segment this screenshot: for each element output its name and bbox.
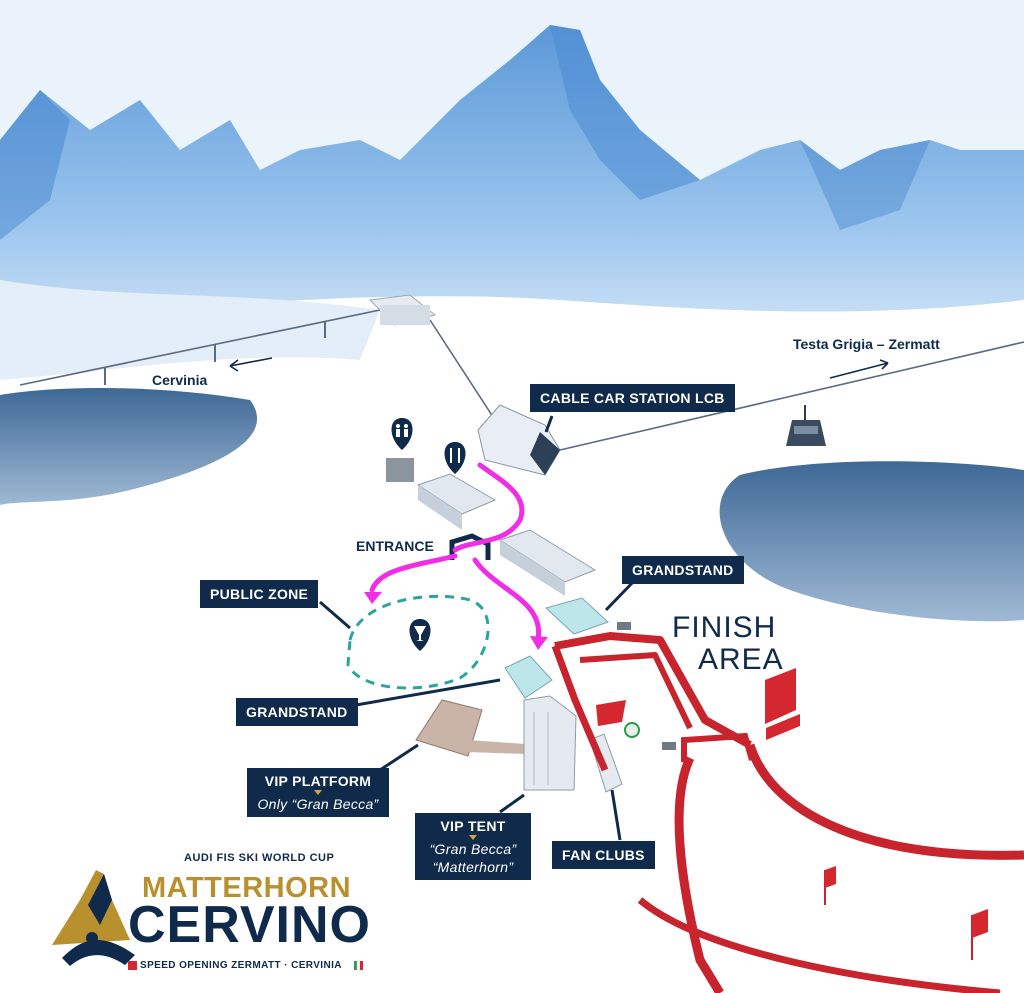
finish-banner-base [766, 714, 800, 740]
vip-platform [415, 699, 483, 757]
italy-flag-white [356, 960, 361, 971]
restroom-building [386, 458, 414, 482]
cable-line-zermatt [559, 341, 1024, 451]
grandstand-left [504, 655, 553, 699]
leader-lines [319, 415, 637, 841]
entrance-gate [449, 533, 491, 560]
label-text: VIP TENT [440, 818, 506, 834]
grandstand-right-label: GRANDSTAND [622, 556, 744, 584]
gondola-icon [786, 405, 826, 446]
mountain-facet [0, 90, 70, 240]
finish-area-line1: FINISH [672, 611, 777, 644]
label-text: GRANDSTAND [632, 562, 734, 578]
lake-right [719, 461, 1024, 622]
italy-flag-green [354, 961, 357, 970]
mountain-range [0, 25, 1024, 360]
swiss-flag [128, 961, 137, 970]
drinks-icon [409, 619, 431, 651]
label-text: FAN CLUBS [562, 847, 645, 863]
label-text: VIP PLATFORM [264, 773, 372, 789]
route-arrowhead [530, 636, 548, 650]
mountain-facet [800, 140, 930, 230]
entrance-label: ENTRANCE [356, 538, 434, 554]
vip-platform-label: VIP PLATFORM Only “Gran Becca” [247, 768, 389, 817]
vip-tent [523, 695, 577, 791]
route-arrowhead [364, 592, 382, 604]
label-text: GRANDSTAND [246, 704, 348, 720]
catering-tent-side [418, 485, 462, 530]
finish-banner [765, 668, 796, 724]
finish-gate [681, 732, 755, 762]
label-subtext: “Matterhorn” [432, 859, 514, 875]
cervinia-label: Cervinia [152, 372, 208, 388]
label-subtext: Only “Gran Becca” [257, 796, 379, 812]
lake-left [0, 388, 258, 505]
podium-ring [624, 722, 640, 738]
label-text: PUBLIC ZONE [210, 586, 309, 602]
italy-flag-red [360, 961, 363, 970]
vip-walkway [468, 740, 525, 754]
finish-area-label: FINISH AREA [672, 612, 784, 676]
public-zone-outline [346, 594, 490, 690]
caret-icon [314, 790, 322, 795]
cable-line-cervinia [19, 309, 381, 386]
testa-grigia-label: Testa Grigia – Zermatt [793, 336, 940, 352]
corridor-tent-side [500, 540, 565, 596]
finish-area-line2: AREA [698, 643, 784, 676]
gate-flag [971, 909, 988, 960]
podium [596, 700, 626, 726]
gate-flag [824, 866, 836, 905]
grandstand-right [545, 597, 609, 635]
grandstand-left-label: GRANDSTAND [236, 698, 358, 726]
logo-line2: CERVINO [128, 896, 371, 954]
camera-icon [662, 742, 676, 750]
mountain-facet [550, 25, 700, 200]
upper-station [368, 294, 437, 326]
logo-tagline: SPEED OPENING ZERMATT · CERVINIA [140, 960, 342, 971]
caret-icon [469, 835, 477, 840]
logo-line1: MATTERHORN [142, 872, 352, 904]
fan-clubs-label: FAN CLUBS [552, 841, 655, 869]
logo-subtitle: AUDI FIS SKI WORLD CUP [184, 852, 335, 864]
label-text: CABLE CAR STATION LCB [540, 390, 725, 406]
cable-car-station-building [477, 404, 561, 476]
logo-emblem [52, 870, 135, 966]
label-subtext: “Gran Becca” [429, 841, 517, 857]
arrow-zermatt [829, 359, 889, 379]
camera-icon [617, 622, 631, 630]
arrow-cervinia [229, 357, 273, 372]
visitor-route [369, 462, 542, 643]
restroom-icon [391, 418, 413, 450]
vip-tent-label: VIP TENT “Gran Becca” “Matterhorn” [415, 813, 531, 880]
race-course [551, 632, 1024, 993]
cable-car-station-label: CABLE CAR STATION LCB [530, 384, 735, 412]
snow-shade [0, 280, 380, 380]
restaurant-icon [444, 442, 466, 474]
cable-line-lcb [429, 319, 496, 421]
public-zone-label: PUBLIC ZONE [200, 580, 319, 608]
